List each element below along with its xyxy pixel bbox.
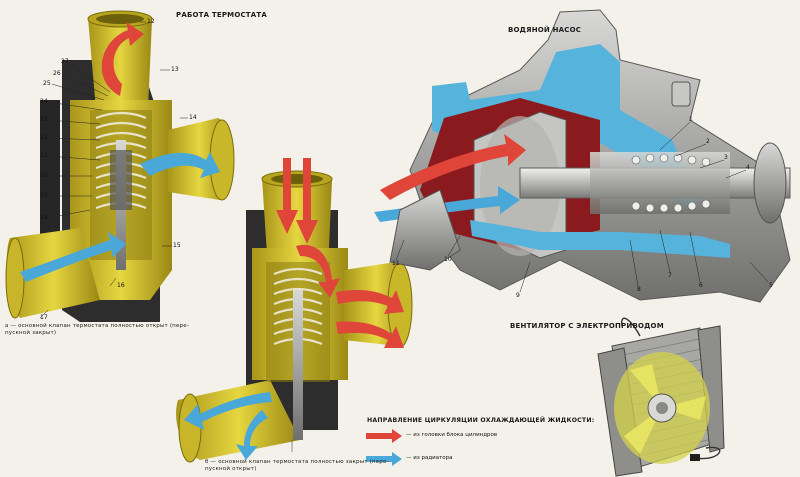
callout-pump-11: 11 [392,260,400,267]
callout-17: 17 [40,314,48,321]
heading-pump: ВОДЯНОЙ НАСОС [508,26,582,34]
callout-23: 23 [40,116,48,123]
heading-fan: ВЕНТИЛЯТОР С ЭЛЕКТРОПРИВОДОМ [510,322,664,330]
heading-legend: НАПРАВЛЕНИЕ ЦИРКУЛЯЦИИ ОХЛАЖДАЮЩЕЙ ЖИДКО… [367,417,595,424]
caption-a-line-2: пускной закрыт) [5,330,57,336]
callout-pump-2: 2 [706,138,710,145]
caption-b: б — основной клапан термостата полностью… [205,459,445,473]
caption-b-line-1: б — основной клапан термостата полностью… [205,459,389,465]
callout-18: 18 [40,214,48,221]
callout-22: 22 [40,134,48,141]
callout-pump-6: 6 [699,282,703,289]
callout-pump-5: 5 [769,282,773,289]
legend-blue-arrow [366,452,402,466]
fan-assembly [597,317,725,477]
callout-pump-8: 8 [637,286,641,293]
thermostat-b [176,158,413,463]
callout-14: 14 [189,114,197,121]
thermostat-a [5,10,235,322]
heading-thermostat: РАБОТА ТЕРМОСТАТА [176,11,267,19]
callout-21: 21 [40,152,48,159]
callout-20: 20 [40,172,48,179]
legend-red-arrow [366,429,402,443]
water-pump [374,9,791,303]
callout-19: 19 [40,192,48,199]
callout-24: 24 [40,98,48,105]
legend-blue-label: — из радиатора [406,455,453,461]
callout-13: 13 [171,66,179,73]
caption-b-line-2: пускной открыт) [205,466,257,472]
callout-pump-3: 3 [724,154,728,161]
callout-pump-4: 4 [746,164,750,171]
callout-16: 16 [117,282,125,289]
legend-red-label: — из головки блока цилиндров [406,432,498,438]
callout-pump-1: 1 [689,116,693,123]
callout-pump-10: 10 [444,256,452,263]
callout-12: 12 [147,18,155,25]
caption-a: а — основной клапан термостата полностью… [5,323,235,337]
callout-25: 25 [43,80,51,87]
callout-27: 27 [61,58,69,65]
callout-26: 26 [53,70,61,77]
caption-a-line-1: а — основной клапан термостата полностью… [5,323,190,329]
callout-pump-7: 7 [668,272,672,279]
callout-pump-9: 9 [516,292,520,299]
legend-arrows [366,429,402,466]
callout-15: 15 [173,242,181,249]
